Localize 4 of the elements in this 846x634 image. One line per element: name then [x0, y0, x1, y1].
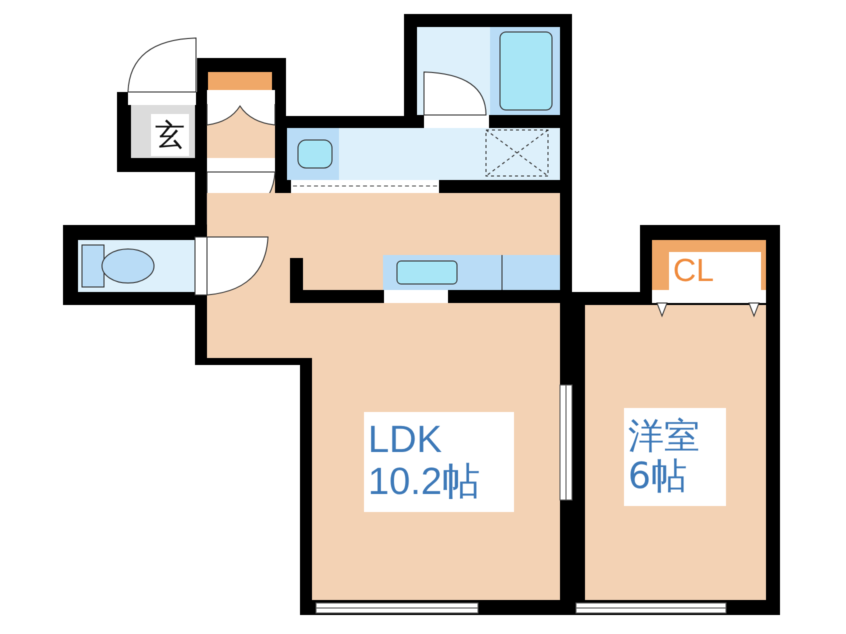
room-label: LDK 10.2帖 — [364, 412, 514, 512]
room-label: CL — [669, 252, 761, 290]
room-label: 洋室 6帖 — [624, 408, 726, 506]
room-label: 玄 — [151, 114, 189, 156]
